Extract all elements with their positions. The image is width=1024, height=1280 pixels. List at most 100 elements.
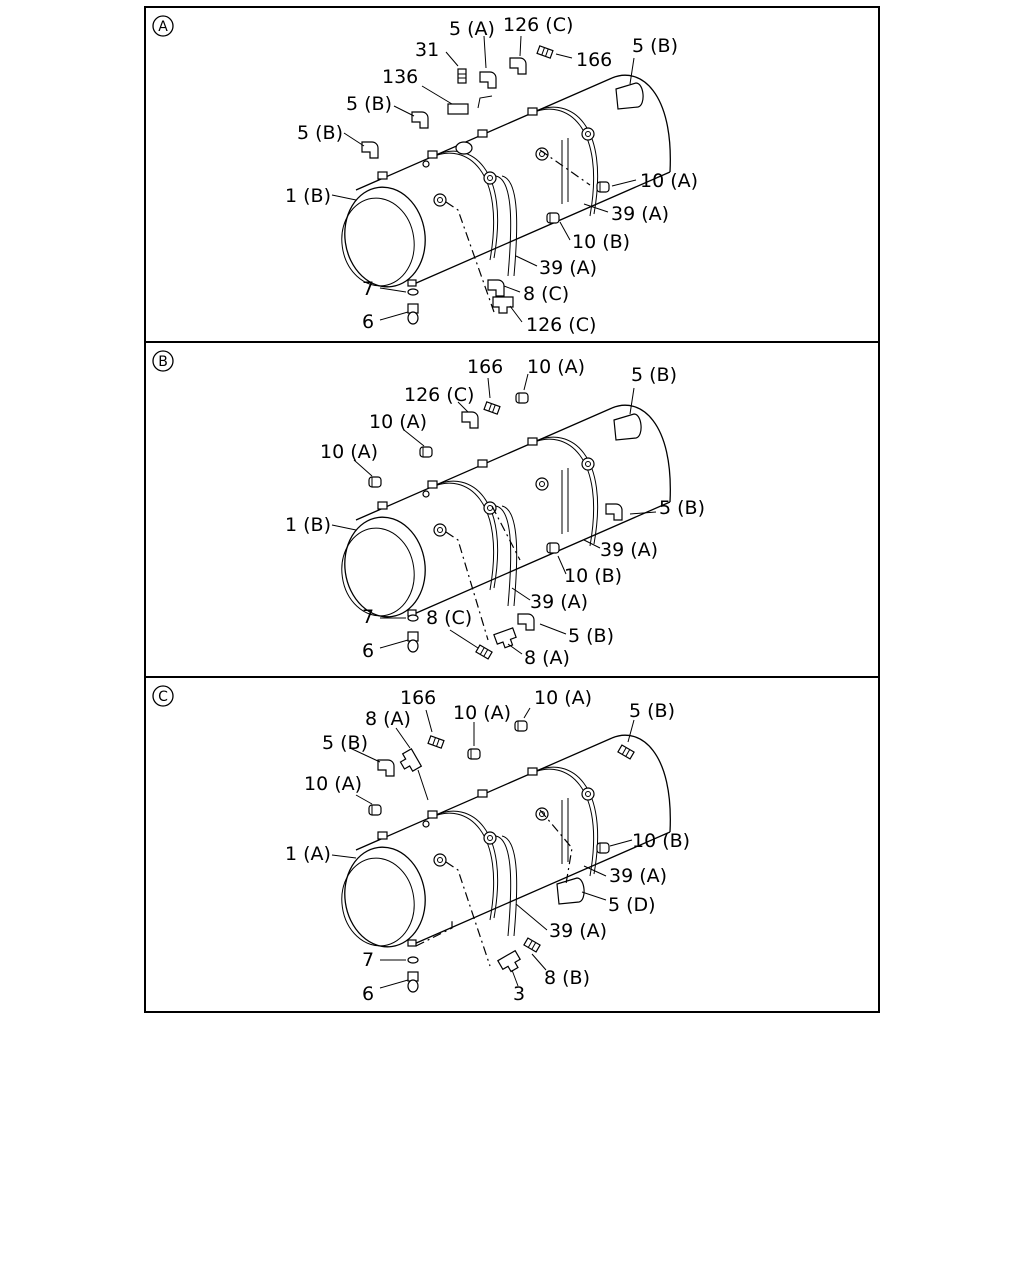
fitting-5b [361, 141, 379, 159]
callout-label: 39 (A) [600, 539, 658, 561]
fitting-8b [523, 937, 541, 953]
fitting-5b [617, 744, 635, 760]
panel-a: A [152, 14, 698, 336]
callout-label: 5 (B) [629, 700, 675, 722]
plug-10b [546, 212, 560, 224]
washer-7 [407, 288, 419, 296]
panel-letter: B [158, 354, 168, 370]
panel-letter: C [158, 689, 168, 705]
plug-10a [368, 476, 382, 488]
fitting-8a [493, 627, 519, 651]
callout-label: 126 (C) [526, 314, 596, 336]
fitting-166 [483, 401, 501, 415]
banjo-ring [455, 141, 473, 155]
callout-label: 39 (A) [549, 920, 607, 942]
fitting-166 [427, 735, 445, 749]
panel-letter-circle [152, 15, 174, 37]
panel-b: B 166 10 (A) 126 (C) [152, 350, 705, 669]
plug-10a [514, 720, 528, 732]
callout-label: 10 (B) [564, 565, 622, 587]
callout-label: 166 [576, 49, 612, 71]
washer-7 [407, 614, 419, 622]
tank-label: 1 (B) [285, 185, 331, 207]
callout-label: 10 (A) [640, 170, 698, 192]
plug-10a [419, 446, 433, 458]
tank-label: 1 (B) [285, 514, 331, 536]
callout-label: 126 (C) [404, 384, 474, 406]
panel-letter-circle [152, 685, 174, 707]
fitting-3 [497, 950, 524, 976]
drain-valve-6 [407, 631, 419, 653]
drain-valve-6 [407, 303, 419, 325]
fitting-126c [461, 411, 479, 429]
callout-label: 5 (D) [608, 894, 656, 916]
plug-10b [546, 542, 560, 554]
callout-label: 5 (B) [632, 35, 678, 57]
callout-label: 10 (A) [369, 411, 427, 433]
fitting-166 [536, 45, 554, 59]
plug-10b [596, 842, 610, 854]
callout-label: 3 [513, 983, 525, 1005]
assembly-line [445, 531, 489, 641]
callout-label: 31 [415, 39, 439, 61]
callout-label: 10 (A) [534, 687, 592, 709]
callout-label: 10 (A) [320, 441, 378, 463]
callout-label: 6 [362, 640, 374, 662]
fitting-126c [492, 296, 514, 314]
bracket-136 [447, 103, 469, 115]
tank-label: 1 (A) [285, 843, 331, 865]
callout-label: 166 [467, 356, 503, 378]
callout-label: 5 (B) [659, 497, 705, 519]
fitting-5b [377, 759, 395, 777]
fitting-5b [605, 503, 623, 521]
callout-label: 8 (A) [365, 708, 411, 730]
callout-label: 5 (B) [568, 625, 614, 647]
callout-label: 5 (A) [449, 18, 495, 40]
callout-label: 8 (C) [426, 607, 472, 629]
callout-label: 5 (B) [322, 732, 368, 754]
callout-label: 7 [362, 606, 374, 628]
washer-7 [407, 956, 419, 964]
outer-frame [144, 6, 880, 1013]
bolt-31 [457, 68, 467, 84]
plug-10a [596, 181, 610, 193]
fitting-8c [475, 644, 493, 660]
assembly-line [445, 201, 495, 313]
callout-label: 8 (B) [544, 967, 590, 989]
callout-label: 39 (A) [530, 591, 588, 613]
callout-label: 6 [362, 983, 374, 1005]
callout-label: 7 [362, 949, 374, 971]
assembly-line [417, 769, 429, 801]
plug-10a [515, 392, 529, 404]
callout-label: 5 (B) [297, 122, 343, 144]
panel-letter: A [158, 19, 168, 35]
callout-label: 10 (A) [527, 356, 585, 378]
assembly-line [477, 95, 493, 109]
assembly-line [415, 920, 453, 947]
plug-5d [556, 877, 585, 905]
callout-label: 10 (B) [572, 231, 630, 253]
callout-label: 39 (A) [611, 203, 669, 225]
callout-label: 126 (C) [503, 14, 573, 36]
fitting-5a [479, 71, 497, 89]
fitting-5b [517, 613, 535, 631]
callout-label: 136 [382, 66, 418, 88]
fitting-8c [487, 279, 505, 297]
callout-label: 39 (A) [539, 257, 597, 279]
callout-label: 5 (B) [631, 364, 677, 386]
callout-label: 5 (B) [346, 93, 392, 115]
callout-label: 8 (C) [523, 283, 569, 305]
callout-label: 10 (B) [632, 830, 690, 852]
callout-label: 10 (A) [453, 702, 511, 724]
callout-label: 39 (A) [609, 865, 667, 887]
drain-valve-6 [407, 971, 419, 993]
plug-5b [613, 413, 642, 441]
callout-label: 7 [362, 278, 374, 300]
fitting-5b [411, 111, 429, 129]
assembly-line [539, 809, 573, 885]
fitting-126c [509, 57, 527, 75]
panel-c: C 166 10 (A) [152, 685, 690, 1005]
panel-letter-circle [152, 350, 174, 372]
